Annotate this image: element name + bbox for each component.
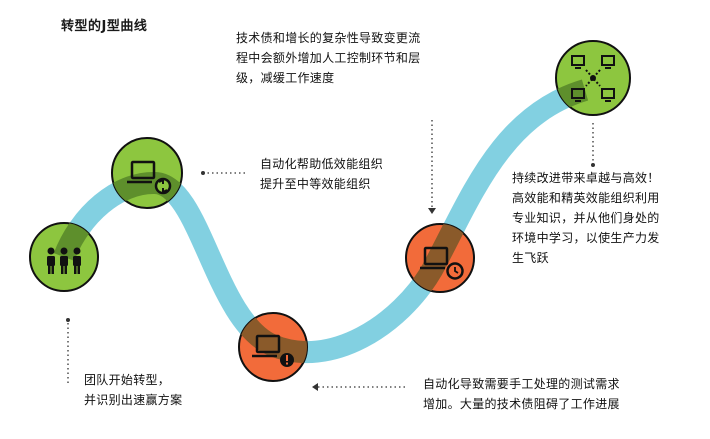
note-line: 高效能和精英效能组织利用 (512, 191, 660, 205)
j-curve-path (53, 79, 596, 364)
note-line: 自动化帮助低效能组织 (260, 157, 384, 171)
note-automation-help: 自动化帮助低效能组织 提升至中等效能组织 (260, 154, 383, 194)
note-line: 持续改进带来卓越与高效！ (512, 171, 660, 185)
note-team-start: 团队开始转型， 并识别出速赢方案 (84, 370, 182, 410)
note-line: 团队开始转型， (84, 373, 171, 387)
note-line: 程中会额外增加人工控制环节和层 (236, 51, 421, 65)
stage-circle-team (29, 222, 99, 292)
stage-circle-excellence (555, 40, 631, 116)
note-line: 生飞跃 (512, 251, 549, 265)
stage-circle-tech-debt (405, 223, 475, 293)
note-line: 自动化导致需要手工处理的测试需求 (423, 377, 620, 391)
laptop-clock-icon (420, 246, 464, 280)
note-line: 技术债和增长的复杂性导致变更流 (236, 31, 421, 45)
stage-circle-automation-manual (238, 312, 308, 382)
stage-circle-automation-help (111, 137, 183, 209)
note-excellence: 持续改进带来卓越与高效！ 高效能和精英效能组织利用 专业知识，并从他们身处的 环… (512, 168, 660, 268)
leader-arrows (66, 163, 595, 391)
note-tech-debt: 技术债和增长的复杂性导致变更流 程中会额外增加人工控制环节和层 级，减缓工作速度 (236, 28, 421, 88)
note-line: 并识别出速赢方案 (84, 393, 183, 407)
note-line: 环境中学习，以使生产力发 (512, 231, 660, 245)
note-line: 专业知识，并从他们身处的 (512, 211, 660, 225)
note-line: 增加。大量的技术债阻碍了工作进展 (423, 397, 620, 411)
network-computers-icon (571, 55, 615, 102)
note-line: 级，减缓工作速度 (236, 71, 335, 85)
laptop-alert-icon (252, 334, 294, 367)
team-people-icon (47, 247, 81, 274)
note-automation-manual: 自动化导致需要手工处理的测试需求 增加。大量的技术债阻碍了工作进展 (423, 374, 620, 414)
leader-lines (67, 120, 594, 388)
page-title: 转型的J型曲线 (61, 19, 148, 34)
laptop-refresh-icon (127, 160, 172, 195)
note-line: 提升至中等效能组织 (260, 177, 371, 191)
